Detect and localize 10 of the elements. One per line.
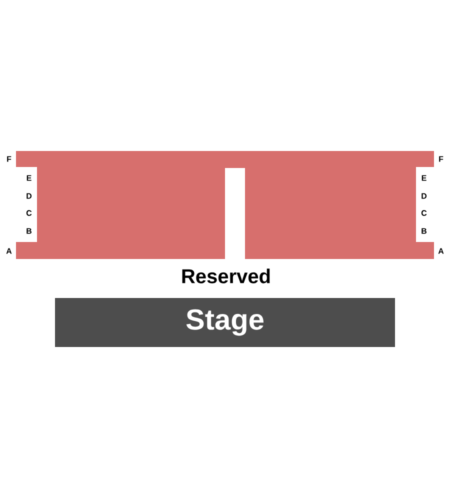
stage: Stage — [55, 298, 395, 347]
row-label: B — [422, 228, 427, 234]
row-label: E — [422, 175, 426, 181]
row-label: E — [26, 175, 32, 181]
node-label: Reserved — [182, 268, 270, 284]
row-label: D — [26, 193, 32, 199]
row-label: C — [421, 210, 427, 216]
row-label: B — [26, 228, 32, 234]
row-label: C — [26, 210, 32, 216]
row-label: D — [422, 193, 427, 199]
